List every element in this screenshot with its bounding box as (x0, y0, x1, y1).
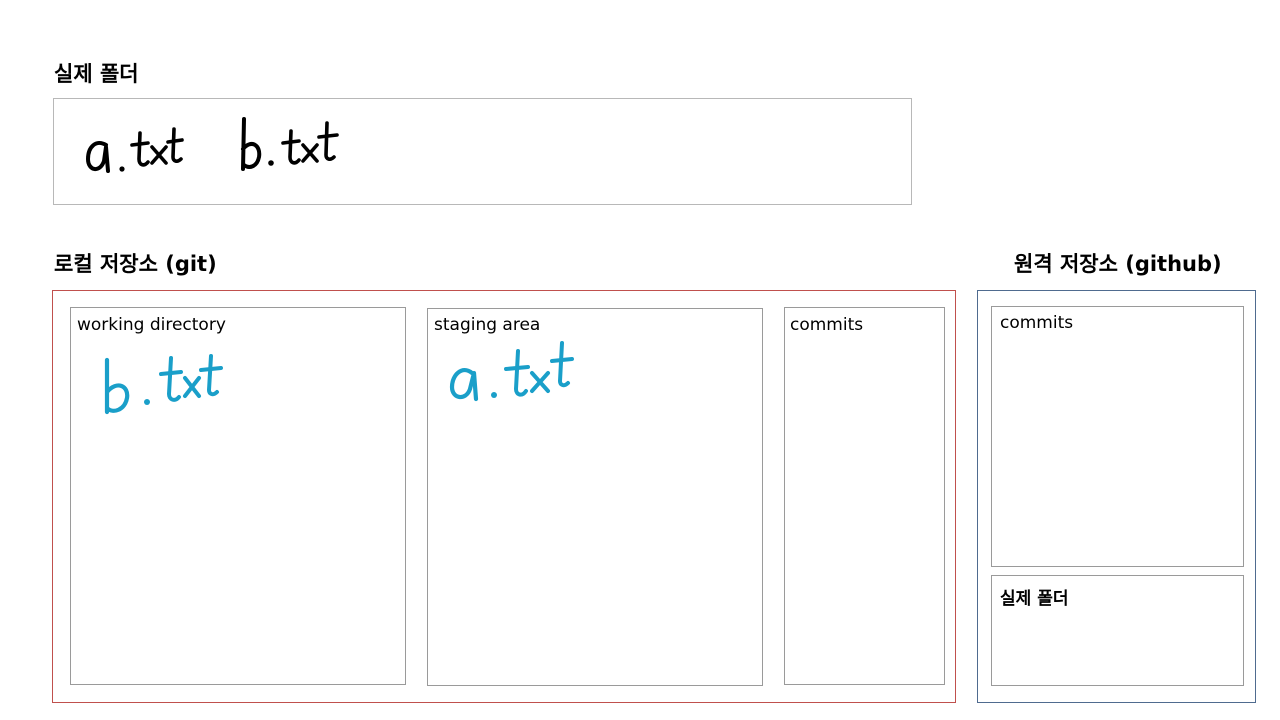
remote-repo-title: 원격 저장소 (github) (1014, 252, 1222, 276)
remote-real-folder-box: 실제 폴더 (991, 575, 1244, 686)
staging-area-box: staging area (427, 308, 763, 686)
local-commits-box: commits (784, 307, 945, 685)
remote-commits-label: commits (1000, 313, 1074, 333)
real-folder-box (53, 98, 912, 205)
remote-commits-box: commits (991, 306, 1244, 567)
file-a-txt-handwritten (449, 341, 574, 402)
file-b-txt-handwritten (241, 117, 339, 171)
working-directory-box: working directory (70, 307, 406, 685)
remote-real-folder-label: 실제 폴더 (1000, 589, 1069, 609)
file-b-txt-handwritten (104, 354, 223, 415)
remote-repo-box: commits 실제 폴더 (977, 290, 1256, 703)
local-commits-label: commits (790, 315, 864, 335)
working-directory-label: working directory (77, 315, 226, 335)
staging-area-label: staging area (434, 315, 541, 335)
real-folder-title: 실제 폴더 (54, 62, 139, 86)
local-repo-title: 로컬 저장소 (git) (54, 252, 217, 276)
local-repo-box: working directory staging area commits (52, 290, 956, 703)
file-a-txt-handwritten (86, 127, 184, 173)
